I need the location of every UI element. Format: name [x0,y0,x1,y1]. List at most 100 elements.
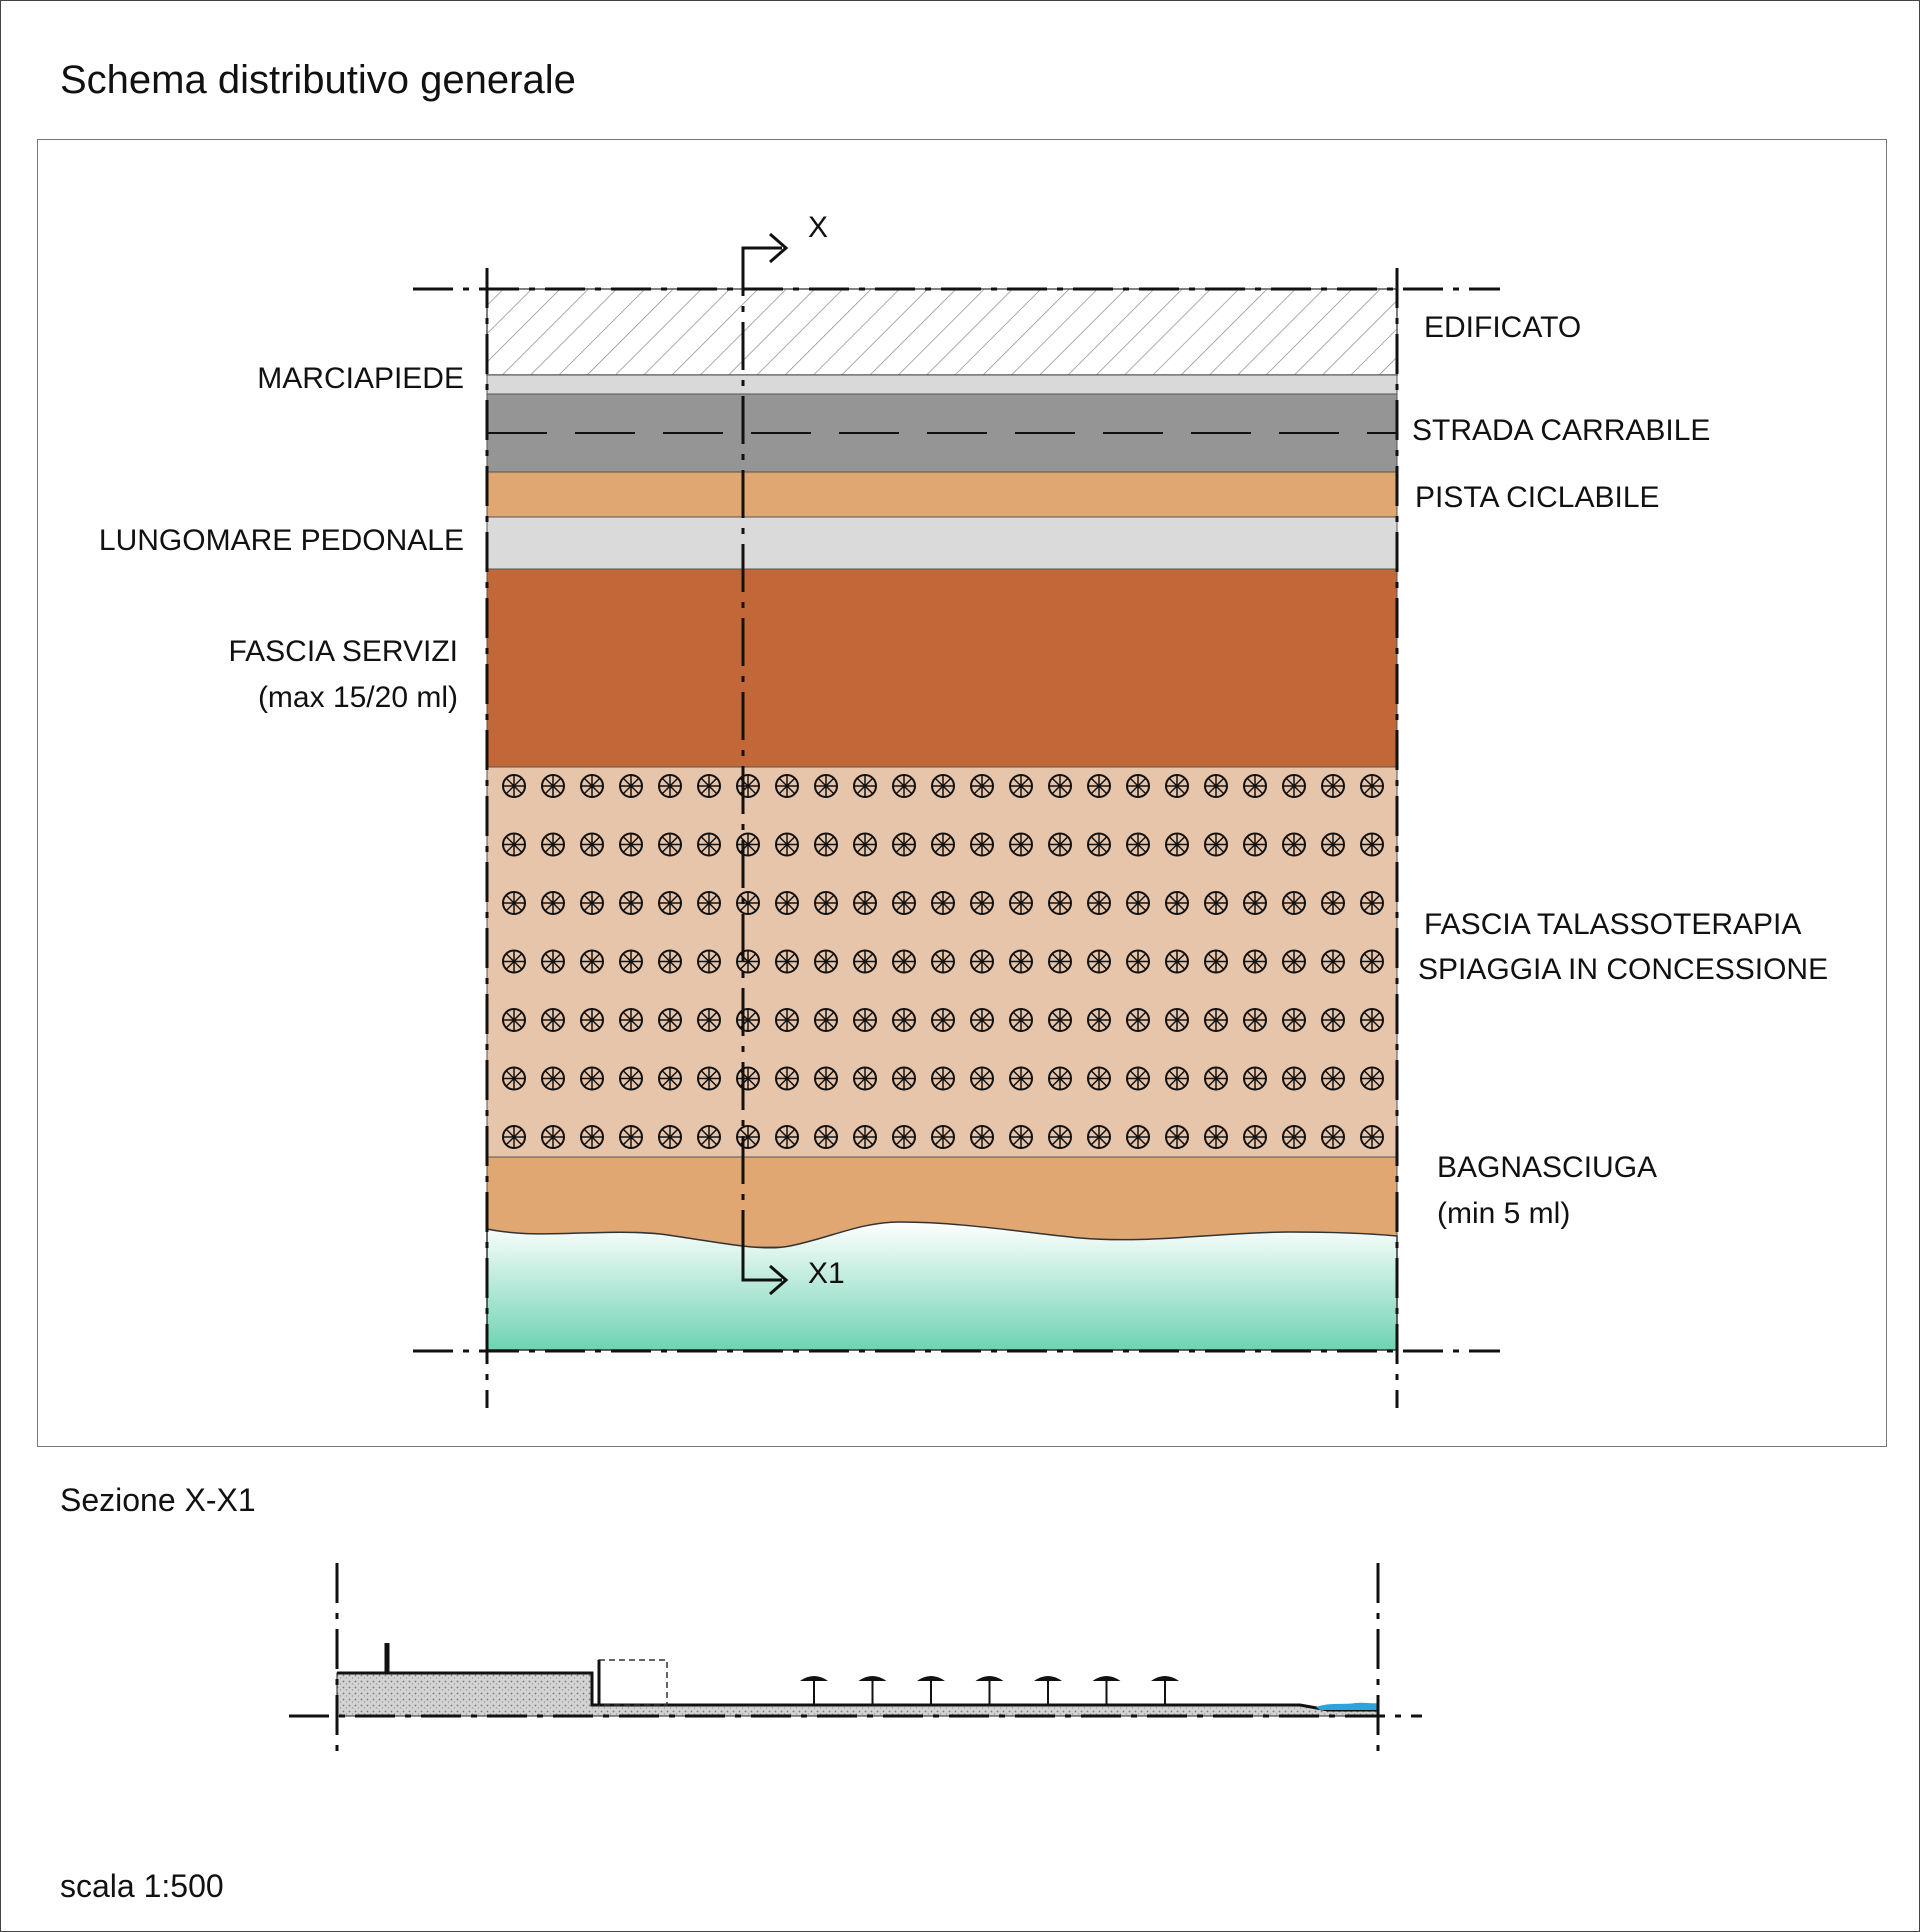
umbrella-icon [619,1066,643,1091]
umbrella-icon [970,891,994,915]
umbrella-icon [853,832,877,857]
umbrella-icon [1321,1125,1345,1149]
umbrella-icon [775,1008,799,1032]
umbrella-icon [697,774,721,798]
umbrella-icon [736,891,760,915]
umbrella-icon [1009,774,1033,798]
umbrella-icon [658,891,682,915]
section-umbrella-icon [1034,1676,1062,1704]
umbrella-icon [736,1008,760,1032]
umbrella-icon [775,832,799,857]
umbrella-icon [1243,949,1267,974]
umbrella-icon [619,774,643,798]
umbrella-icon [814,1125,838,1149]
umbrella-icon [736,949,760,974]
umbrella-icon [853,774,877,798]
umbrella-icon [892,1008,916,1032]
umbrella-icon [1282,1125,1306,1149]
umbrella-icon [697,832,721,857]
umbrella-grid [502,774,1384,1149]
umbrella-icon [1009,832,1033,857]
umbrella-icon [697,1125,721,1149]
umbrella-icon [814,1008,838,1032]
umbrella-icon [502,774,526,798]
label-lungomare: LUNGOMARE PEDONALE [98,524,464,557]
umbrella-icon [1321,949,1345,974]
umbrella-icon [1087,1066,1111,1091]
umbrella-icon [502,949,526,974]
servizi-band [486,568,1398,768]
label-edificato: EDIFICATO [1424,311,1582,344]
umbrella-icon [1282,1008,1306,1032]
umbrella-icon [931,1066,955,1091]
umbrella-icon [970,1125,994,1149]
umbrella-icon [1126,949,1150,974]
umbrella-icon [580,891,604,915]
umbrella-icon [580,1008,604,1032]
umbrella-icon [1243,774,1267,798]
umbrella-icon [1360,1125,1384,1149]
umbrella-icon [658,949,682,974]
umbrella-icon [736,774,760,798]
umbrella-icon [1087,1008,1111,1032]
label-fascia-servizi: FASCIA SERVIZI [228,635,458,668]
umbrella-icon [892,949,916,974]
section-ground [336,1672,1379,1717]
umbrella-icon [658,1066,682,1091]
umbrella-icon [736,1066,760,1091]
umbrella-icon [1360,774,1384,798]
umbrella-icon [1360,949,1384,974]
umbrella-icon [1243,1008,1267,1032]
umbrella-icon [697,1008,721,1032]
umbrella-icon [1243,1066,1267,1091]
umbrella-icon [1243,1125,1267,1149]
umbrella-icon [1282,949,1306,974]
umbrella-icon [814,832,838,857]
section-arrow-bottom [741,1250,782,1282]
umbrella-icon [1282,774,1306,798]
label-talasso-1: FASCIA TALASSOTERAPIA [1424,908,1802,941]
umbrella-icon [1126,891,1150,915]
umbrella-icon [1360,891,1384,915]
umbrella-icon [1165,1125,1189,1149]
umbrella-icon [892,891,916,915]
umbrella-icon [931,949,955,974]
umbrella-icon [1048,1125,1072,1149]
umbrella-icon [814,891,838,915]
umbrella-icon [1360,1008,1384,1032]
label-strada: STRADA CARRABILE [1412,414,1711,447]
umbrella-icon [853,949,877,974]
pista-band [486,471,1398,518]
umbrella-icon [931,1008,955,1032]
section-mark-top: X [808,211,828,244]
umbrella-icon [1204,774,1228,798]
umbrella-icon [1165,949,1189,974]
umbrella-icon [1009,891,1033,915]
section-service-box [598,1659,668,1706]
umbrella-icon [931,1125,955,1149]
umbrella-icon [658,1008,682,1032]
umbrella-icon [1087,891,1111,915]
umbrella-icon [697,1066,721,1091]
umbrella-icon [775,1125,799,1149]
umbrella-icon [502,1008,526,1032]
umbrella-icon [1048,949,1072,974]
section-mark-bottom: X1 [808,1257,845,1290]
umbrella-icon [1204,1125,1228,1149]
umbrella-icon [541,949,565,974]
umbrella-icon [1204,1008,1228,1032]
umbrella-icon [1087,774,1111,798]
umbrella-icon [619,949,643,974]
umbrella-icon [658,1125,682,1149]
umbrella-icon [619,1008,643,1032]
umbrella-icon [1165,891,1189,915]
umbrella-icon [1165,832,1189,857]
umbrella-icon [775,774,799,798]
label-bagnasciuga: BAGNASCIUGA [1437,1151,1658,1184]
label-pista: PISTA CICLABILE [1415,481,1660,514]
umbrella-icon [1321,774,1345,798]
lungomare-band [486,516,1398,570]
umbrella-icon [619,832,643,857]
umbrella-icon [931,891,955,915]
umbrella-icon [502,891,526,915]
